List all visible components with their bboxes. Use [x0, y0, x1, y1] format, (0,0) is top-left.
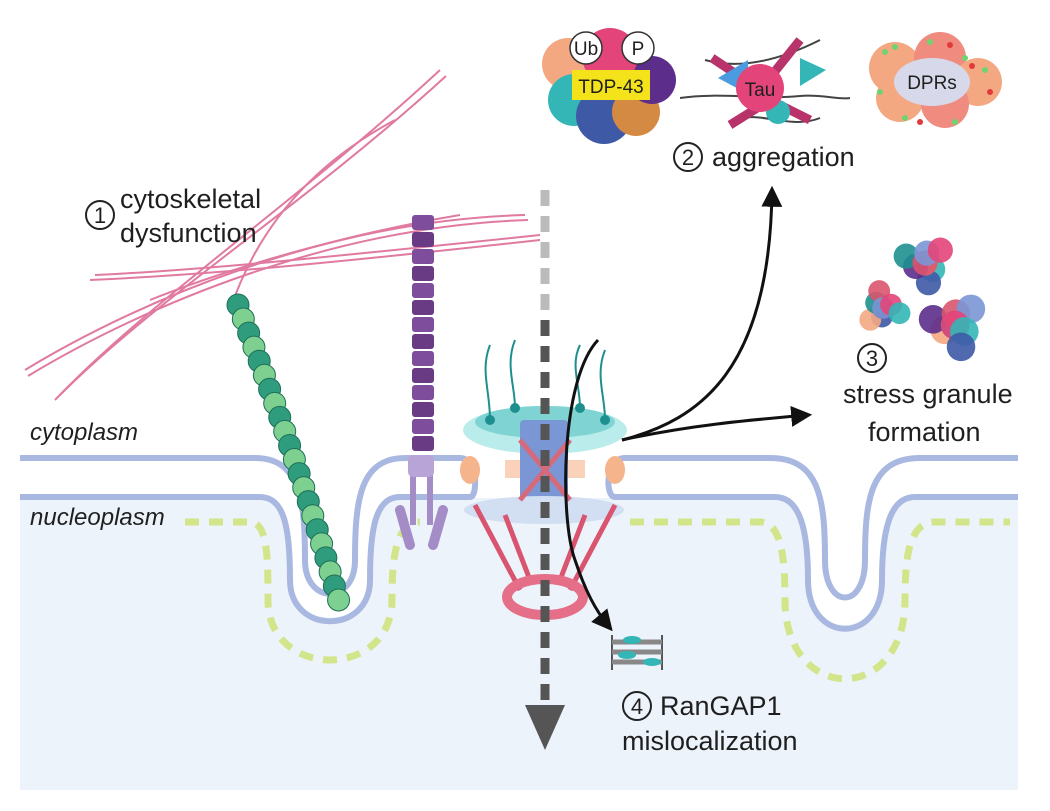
- inner-nuclear-membrane: [20, 494, 1018, 632]
- cytoplasm-label: cytoplasm: [30, 419, 138, 446]
- dprs-aggregate: DPRs: [869, 32, 1002, 128]
- nucleoplasm-label: nucleoplasm: [30, 504, 165, 531]
- step-4-label-line2: mislocalization: [622, 726, 798, 756]
- actin-filaments: [24, 69, 541, 401]
- tau-label: Tau: [745, 80, 776, 101]
- step-1-cytoskeletal-dysfunction: 1 cytoskeletal dysfunction: [85, 184, 261, 248]
- step-1-label-line1: cytoskeletal: [120, 184, 261, 214]
- phospho-label: P: [632, 39, 645, 60]
- step-2-number: 2: [682, 145, 694, 170]
- step-3-stress-granule-formation: 3 stress granule formation: [843, 343, 1013, 447]
- step-1-label-line2: dysfunction: [120, 218, 257, 248]
- tdp43-label: TDP-43: [578, 77, 643, 98]
- neurofilament: [395, 215, 448, 550]
- step-1-number: 1: [94, 203, 106, 228]
- step-4-number: 4: [631, 694, 643, 719]
- step-3-number: 3: [866, 346, 878, 371]
- step-2-aggregation: 2 aggregation: [673, 142, 855, 172]
- step-3-label-line2: formation: [868, 417, 981, 447]
- transport-arrow: [525, 190, 565, 750]
- stress-granules: [859, 237, 986, 362]
- ubiquitin-label: Ub: [574, 39, 598, 60]
- nuclear-lamina: [185, 518, 1010, 683]
- step-4-rangap1-mislocalization: 4 RanGAP1 mislocalization: [622, 691, 798, 756]
- step-3-label-line1: stress granule: [843, 379, 1013, 409]
- rangap1-icon: [611, 635, 663, 670]
- tdp43-aggregate: TDP-43 Ub P: [542, 28, 676, 144]
- pathway-arrows: [564, 185, 813, 632]
- nucleoplasm-region: [20, 498, 1018, 790]
- tau-aggregate: Tau: [679, 37, 851, 129]
- dprs-label: DPRs: [907, 73, 957, 94]
- microtubule: [226, 293, 351, 612]
- step-4-label-line1: RanGAP1: [660, 691, 782, 721]
- step-2-label: aggregation: [712, 142, 855, 172]
